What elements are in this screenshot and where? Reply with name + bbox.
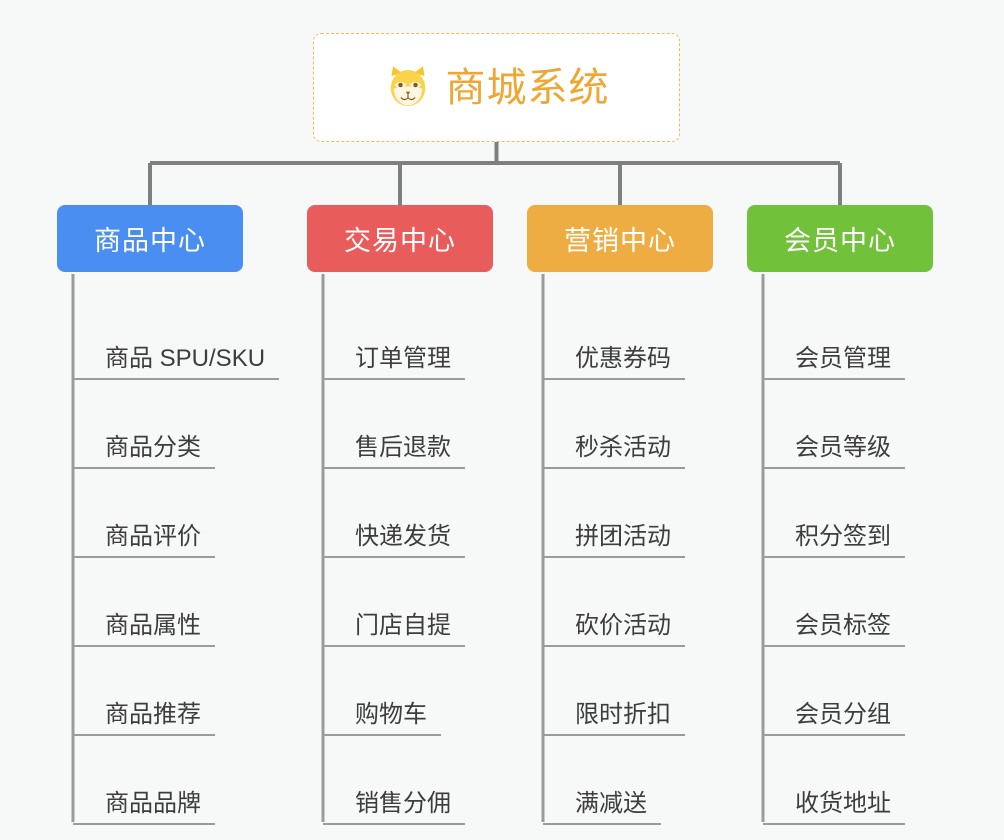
column-marketing-center: 营销中心 优惠券码 秒杀活动 拼团活动 砍价活动 限时折扣 满减送 [527, 205, 717, 828]
list-item[interactable]: 商品评价 [73, 472, 247, 561]
page-title: 商城系统 [445, 65, 610, 110]
root-node[interactable]: 商城系统 [313, 33, 680, 142]
leaf-label: 拼团活动 [543, 522, 685, 558]
list-item[interactable]: 优惠券码 [543, 294, 717, 383]
leaf-label: 积分签到 [763, 522, 905, 558]
leaf-label: 购物车 [323, 700, 441, 736]
list-item[interactable]: 商品推荐 [73, 650, 247, 739]
column-trade-center: 交易中心 订单管理 售后退款 快递发货 门店自提 购物车 销售分佣 [307, 205, 497, 828]
leaf-label: 快递发货 [323, 522, 465, 558]
leaf-label: 商品品牌 [73, 789, 215, 825]
leaf-list: 会员管理 会员等级 积分签到 会员标签 会员分组 收货地址 [747, 272, 937, 828]
leaf-label: 限时折扣 [543, 700, 685, 736]
leaf-label: 商品分类 [73, 433, 215, 469]
shiba-dog-face-icon [390, 65, 425, 106]
leaf-label: 满减送 [543, 789, 661, 825]
category-label: 会员中心 [784, 226, 896, 256]
leaf-list: 优惠券码 秒杀活动 拼团活动 砍价活动 限时折扣 满减送 [527, 272, 717, 828]
leaf-label: 收货地址 [763, 789, 905, 825]
list-item[interactable]: 售后退款 [323, 383, 497, 472]
list-item[interactable]: 商品品牌 [73, 739, 247, 828]
leaf-label: 商品属性 [73, 611, 215, 647]
leaf-label: 售后退款 [323, 433, 465, 469]
list-item[interactable]: 限时折扣 [543, 650, 717, 739]
column-member-center: 会员中心 会员管理 会员等级 积分签到 会员标签 会员分组 收货地址 [747, 205, 937, 828]
list-item[interactable]: 会员等级 [763, 383, 937, 472]
list-item[interactable]: 商品属性 [73, 561, 247, 650]
list-item[interactable]: 砍价活动 [543, 561, 717, 650]
leaf-list: 订单管理 售后退款 快递发货 门店自提 购物车 销售分佣 [307, 272, 497, 828]
leaf-label: 砍价活动 [543, 611, 685, 647]
leaf-label: 商品评价 [73, 522, 215, 558]
leaf-label: 商品推荐 [73, 700, 215, 736]
category-label: 营销中心 [564, 226, 676, 256]
leaf-label: 订单管理 [323, 344, 465, 380]
leaf-label: 秒杀活动 [543, 433, 685, 469]
category-header-trade-center[interactable]: 交易中心 [307, 205, 493, 272]
category-header-product-center[interactable]: 商品中心 [57, 205, 243, 272]
leaf-label: 会员等级 [763, 433, 905, 469]
leaf-list: 商品 SPU/SKU 商品分类 商品评价 商品属性 商品推荐 商品品牌 [57, 272, 280, 828]
list-item[interactable]: 快递发货 [323, 472, 497, 561]
list-item[interactable]: 会员分组 [763, 650, 937, 739]
leaf-label: 销售分佣 [323, 789, 465, 825]
leaf-label: 门店自提 [323, 611, 465, 647]
list-item[interactable]: 订单管理 [323, 294, 497, 383]
category-header-marketing-center[interactable]: 营销中心 [527, 205, 713, 272]
category-label: 交易中心 [344, 226, 456, 256]
leaf-label: 优惠券码 [543, 344, 685, 380]
column-product-center: 商品中心 商品 SPU/SKU 商品分类 商品评价 商品属性 商品推荐 商品品牌 [57, 205, 280, 828]
list-item[interactable]: 购物车 [323, 650, 497, 739]
list-item[interactable]: 商品分类 [73, 383, 247, 472]
leaf-label: 会员标签 [763, 611, 905, 647]
list-item[interactable]: 会员标签 [763, 561, 937, 650]
category-label: 商品中心 [94, 226, 206, 256]
list-item[interactable]: 会员管理 [763, 294, 937, 383]
leaf-label: 会员管理 [763, 344, 905, 380]
leaf-label: 商品 SPU/SKU [73, 344, 280, 380]
list-item[interactable]: 商品 SPU/SKU [73, 294, 280, 383]
list-item[interactable]: 满减送 [543, 739, 717, 828]
list-item[interactable]: 门店自提 [323, 561, 497, 650]
list-item[interactable]: 收货地址 [763, 739, 937, 828]
list-item[interactable]: 积分签到 [763, 472, 937, 561]
list-item[interactable]: 销售分佣 [323, 739, 497, 828]
list-item[interactable]: 秒杀活动 [543, 383, 717, 472]
category-header-member-center[interactable]: 会员中心 [747, 205, 933, 272]
leaf-label: 会员分组 [763, 700, 905, 736]
list-item[interactable]: 拼团活动 [543, 472, 717, 561]
